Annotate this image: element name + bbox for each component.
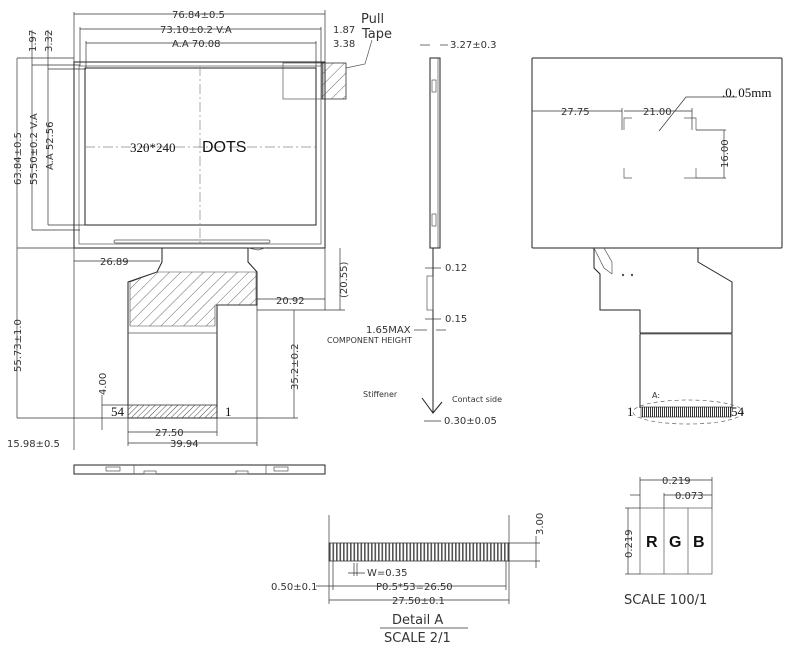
dim-fpc-total-length: 55.73±1.0 [13, 319, 24, 372]
dim-back-left: 27.75 [561, 107, 590, 118]
back-pin-1: 1 [627, 404, 634, 419]
dim-component-height: 1.65MAX [366, 325, 411, 336]
dim-detail-total: 27.50±0.1 [392, 596, 445, 607]
side-view [414, 44, 448, 422]
dim-right-2: 3.38 [333, 39, 355, 50]
detail-a [316, 515, 540, 629]
detail-a-scale: SCALE 2/1 [384, 631, 451, 646]
dim-overall-height: 63.84±0.5 [13, 132, 24, 185]
dim-back-width: 21.00 [643, 107, 672, 118]
dim-fpc-thickness: 0.30±0.05 [444, 416, 497, 427]
dim-top-1: 1.97 [28, 30, 39, 52]
dim-0-15: 0.15 [445, 314, 467, 325]
fpc-outline [127, 247, 266, 419]
component-height-label: COMPONENT HEIGHT [327, 336, 412, 345]
dim-aa-height: A.A 52.56 [45, 122, 56, 171]
dim-fpc-right-offset: 20.92 [276, 296, 305, 307]
resolution-label: 320*240 [130, 140, 176, 155]
dim-0-12: 0.12 [445, 263, 467, 274]
dim-fpc-ref-height: (20.55) [339, 261, 350, 298]
dim-va-width: 73.10±0.2 V.A [160, 25, 232, 36]
dim-aa-width: A.A 70.08 [172, 39, 221, 50]
dim-pin-edge: 0.50±0.1 [271, 582, 318, 593]
fpc-pin-1: 1 [225, 404, 232, 419]
subpixel-r: R [646, 534, 658, 551]
fpc-dimensions [16, 248, 345, 450]
pixel-scale: SCALE 100/1 [624, 593, 707, 608]
dim-top-2: 3.32 [44, 30, 55, 52]
front-top-dimensions [73, 10, 326, 68]
detail-a-marker: A: [652, 391, 660, 400]
pull-tape-label: Pull [361, 12, 384, 27]
back-note: .0. 05mm [722, 85, 771, 100]
subpixel-b: B [693, 534, 705, 551]
dim-pin-width: W=0.35 [367, 568, 408, 579]
dim-pixel-height: 0.219 [624, 529, 635, 558]
resolution-unit: DOTS [202, 139, 246, 156]
dim-thickness: 3.27±0.3 [450, 40, 497, 51]
dim-pin-pitch: P0.5*53=26.50 [376, 582, 453, 593]
stiffener-label: Stiffener [363, 390, 398, 399]
pixel-detail [625, 477, 713, 575]
back-pin-54: 54 [731, 404, 745, 419]
dim-contact-length: 4.00 [98, 373, 109, 395]
subpixel-g: G [669, 534, 681, 551]
dim-fpc-width: 39.94 [170, 439, 199, 450]
fpc-pin-54: 54 [111, 404, 125, 419]
dim-stiffener-height: 35.2±0.2 [290, 343, 301, 390]
back-view [531, 57, 783, 425]
dim-contact-width: 27.50 [155, 428, 184, 439]
contact-side-label: Contact side [452, 395, 502, 404]
front-left-dimensions [16, 30, 86, 249]
dim-subpixel: 0.073 [675, 491, 704, 502]
dim-pixel-pitch: 0.219 [662, 476, 691, 487]
dim-back-height: 16.00 [720, 139, 731, 168]
dim-right-1: 1.87 [333, 25, 355, 36]
bottom-edge-view [73, 464, 326, 475]
dim-left-edge: 15.98±0.5 [7, 439, 60, 450]
dim-overall-width: 76.84±0.5 [172, 10, 225, 21]
front-view [73, 39, 373, 249]
dim-fpc-left-offset: 26.89 [100, 257, 129, 268]
dim-detail-height: 3.00 [535, 513, 546, 535]
pull-tape-label-2: Tape [361, 27, 392, 42]
detail-a-title: Detail A [392, 613, 443, 628]
dim-va-height: 55.50±0.2 V.A [29, 113, 40, 185]
